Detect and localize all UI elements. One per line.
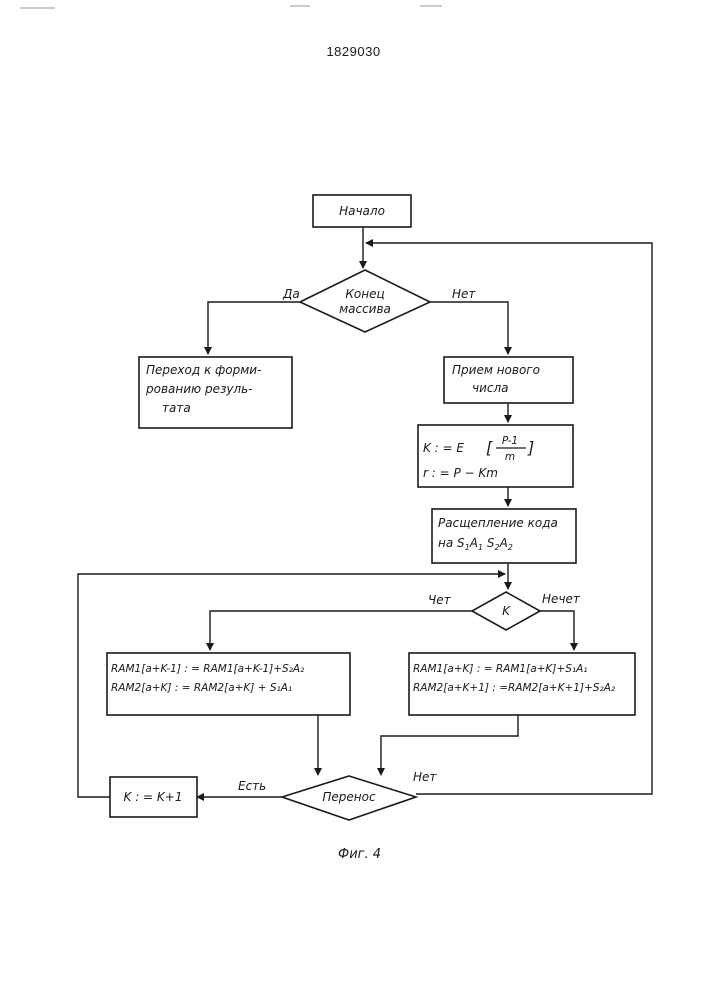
split-prefix: на	[438, 536, 453, 550]
end-array-decision	[300, 270, 430, 332]
go-result-line3: тата	[162, 401, 191, 415]
label-even: Чет	[428, 593, 452, 607]
go-result-line1: Переход к форми-	[146, 363, 261, 377]
receive-line2: числа	[472, 381, 509, 395]
frac-numerator: P-1	[502, 435, 518, 447]
right-ram-line1: RAM1[a+K] : = RAM1[a+K]+S₁A₁	[413, 663, 587, 675]
start-label: Начало	[339, 204, 385, 218]
receive-line1: Прием нового	[452, 363, 540, 377]
label-odd: Нечет	[542, 592, 581, 606]
k-parity-label: K	[502, 604, 511, 618]
carry-label: Перенос	[322, 790, 376, 804]
go-result-line2: рованию резуль-	[145, 382, 253, 396]
k-eq-label: K : = E	[423, 441, 464, 455]
split-line1: Расщепление кода	[438, 516, 558, 530]
svg-text:]: ]	[527, 438, 534, 457]
label-has: Есть	[238, 779, 266, 793]
end-array-line1: Конец	[345, 287, 384, 301]
svg-text:[: [	[486, 438, 493, 457]
end-array-line2: массива	[339, 302, 391, 316]
k-increment-label: K : = K+1	[124, 790, 183, 804]
svg-text:на S1A1 S2A2: на S1A1 S2A2	[438, 536, 513, 552]
left-ram-line2: RAM2[a+K] : = RAM2[a+K] + S₁A₁	[111, 682, 292, 694]
r-eq-label: r : = P − Km	[423, 466, 498, 480]
label-no: Нет	[452, 287, 476, 301]
label-yes: Да	[282, 287, 300, 301]
left-ram-line1: RAM1[a+K-1] : = RAM1[a+K-1]+S₂A₂	[111, 663, 305, 675]
right-ram-line2: RAM2[a+K+1] : =RAM2[a+K+1]+S₂A₂	[413, 682, 616, 694]
label-none: Нет	[413, 770, 437, 784]
frac-denominator: m	[505, 451, 515, 463]
figure-caption: Фиг. 4	[338, 847, 381, 862]
